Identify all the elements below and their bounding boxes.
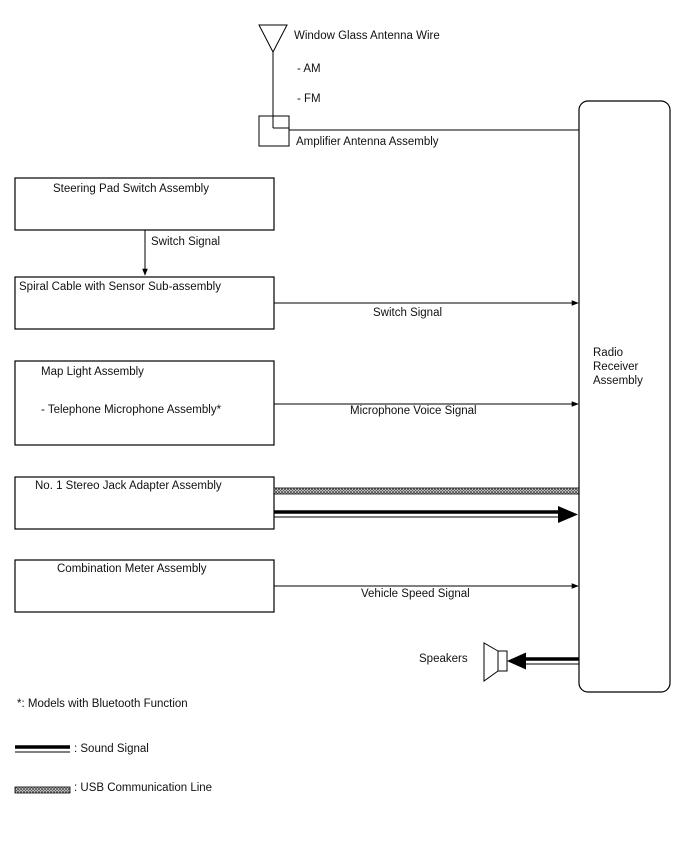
antenna-item-am: - AM — [297, 63, 321, 75]
stereo-jack-box — [14, 476, 275, 530]
map-light-box — [14, 360, 275, 446]
usb-communication-line — [273, 487, 580, 495]
vehicle-speed-label: Vehicle Speed Signal — [361, 588, 470, 600]
stereo-jack-label: No. 1 Stereo Jack Adapter Assembly — [35, 480, 222, 492]
telephone-mic-label: - Telephone Microphone Assembly* — [41, 404, 222, 416]
speaker-sound-arrow — [507, 652, 579, 670]
speakers-label: Speakers — [419, 653, 468, 665]
speaker-icon — [483, 642, 508, 682]
bluetooth-note: *: Models with Bluetooth Function — [17, 698, 188, 710]
map-light-label: Map Light Assembly — [41, 366, 144, 378]
sound-signal-legend-line — [15, 745, 70, 753]
usb-legend-label: : USB Communication Line — [74, 782, 212, 794]
spiral-cable-label: Spiral Cable with Sensor Sub-assembly — [19, 281, 221, 293]
amplifier-label: Amplifier Antenna Assembly — [296, 136, 439, 148]
amplifier-box — [258, 115, 290, 147]
antenna-title: Window Glass Antenna Wire — [294, 30, 440, 42]
combination-meter-label: Combination Meter Assembly — [57, 563, 207, 575]
antenna-icon — [258, 24, 288, 128]
microphone-voice-label: Microphone Voice Signal — [350, 405, 477, 417]
radio-label-line2: Receiver — [593, 361, 639, 373]
sound-signal-arrow — [274, 506, 578, 523]
radio-receiver-box — [578, 100, 671, 693]
sound-signal-legend-label: : Sound Signal — [74, 743, 149, 755]
antenna-item-fm: - FM — [297, 93, 321, 105]
switch-signal-down-label: Switch Signal — [151, 236, 220, 248]
radio-label-line1: Radio — [593, 347, 623, 359]
steering-pad-label: Steering Pad Switch Assembly — [53, 183, 209, 195]
switch-signal-right-label: Switch Signal — [373, 307, 442, 319]
usb-legend-line — [14, 786, 71, 794]
radio-label-line3: Assembly — [593, 375, 643, 387]
